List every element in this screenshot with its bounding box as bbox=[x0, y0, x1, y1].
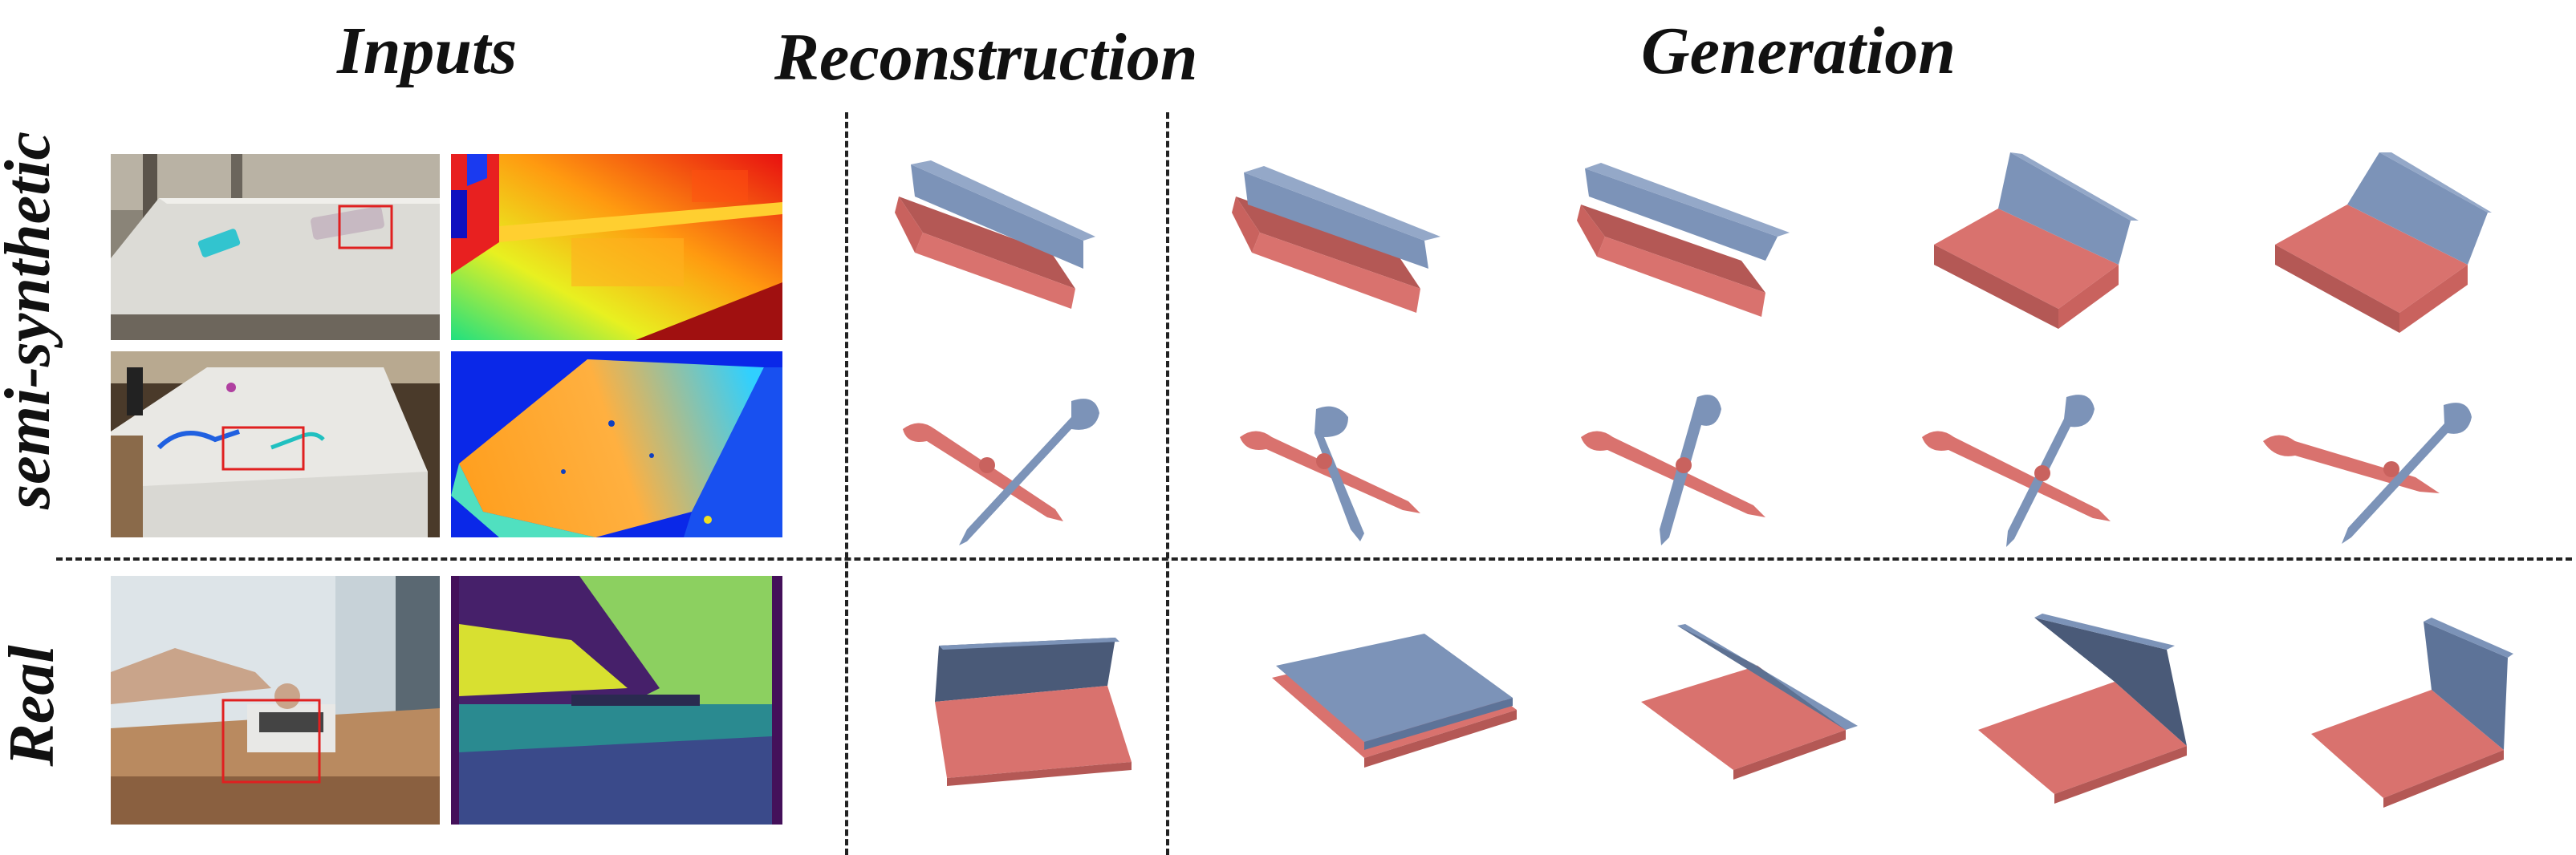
generation-laptop-3 bbox=[1966, 602, 2231, 810]
row-label-semi-synthetic: semi-synthetic bbox=[0, 131, 63, 509]
generation-laptop-1 bbox=[1260, 622, 1533, 806]
header-inputs: Inputs bbox=[337, 14, 518, 88]
input-rgb-laptop bbox=[111, 576, 440, 825]
row-label-real: Real bbox=[0, 645, 67, 767]
generation-pencil-case-4 bbox=[2255, 144, 2496, 353]
header-reconstruction: Reconstruction bbox=[774, 20, 1198, 95]
reconstruction-laptop bbox=[899, 622, 1140, 798]
input-rgb-pencil-case bbox=[111, 154, 440, 340]
generation-pencil-case-2 bbox=[1565, 148, 1806, 341]
divider-vertical-1 bbox=[845, 112, 848, 855]
generation-pencil-case-1 bbox=[1220, 148, 1461, 341]
header-generation: Generation bbox=[1641, 14, 1956, 88]
input-depth-scissors bbox=[451, 351, 782, 537]
generation-laptop-2 bbox=[1629, 618, 1886, 810]
generation-scissors-1 bbox=[1220, 385, 1461, 553]
generation-scissors-3 bbox=[1910, 385, 2151, 553]
generation-scissors-2 bbox=[1565, 385, 1806, 553]
input-depth-laptop bbox=[451, 576, 782, 825]
generation-pencil-case-3 bbox=[1910, 144, 2151, 353]
divider-horizontal bbox=[56, 557, 2572, 561]
input-depth-pencil-case bbox=[451, 154, 782, 340]
input-rgb-scissors bbox=[111, 351, 440, 537]
generation-scissors-4 bbox=[2255, 385, 2496, 553]
divider-vertical-2 bbox=[1166, 112, 1169, 855]
reconstruction-pencil-case bbox=[883, 148, 1123, 341]
generation-laptop-4 bbox=[2303, 602, 2568, 810]
reconstruction-scissors bbox=[883, 385, 1123, 553]
